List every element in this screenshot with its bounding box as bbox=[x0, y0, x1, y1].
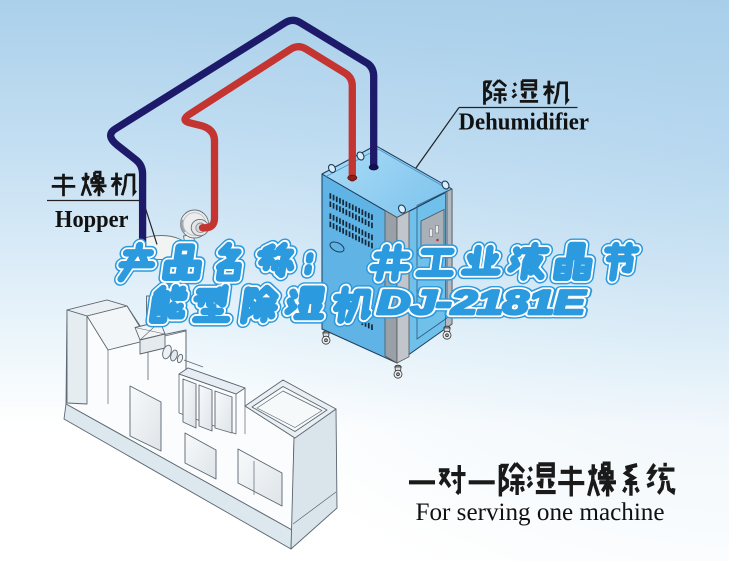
svg-text:DJ-2181E: DJ-2181E bbox=[377, 284, 587, 322]
svg-text:DJ-2181E: DJ-2181E bbox=[377, 284, 587, 322]
svg-text:DJ-2181E: DJ-2181E bbox=[377, 284, 587, 322]
svg-text:For serving one machine: For serving one machine bbox=[416, 497, 665, 526]
svg-text:Hopper: Hopper bbox=[55, 206, 129, 233]
svg-text:Dehumidifier: Dehumidifier bbox=[459, 109, 590, 136]
